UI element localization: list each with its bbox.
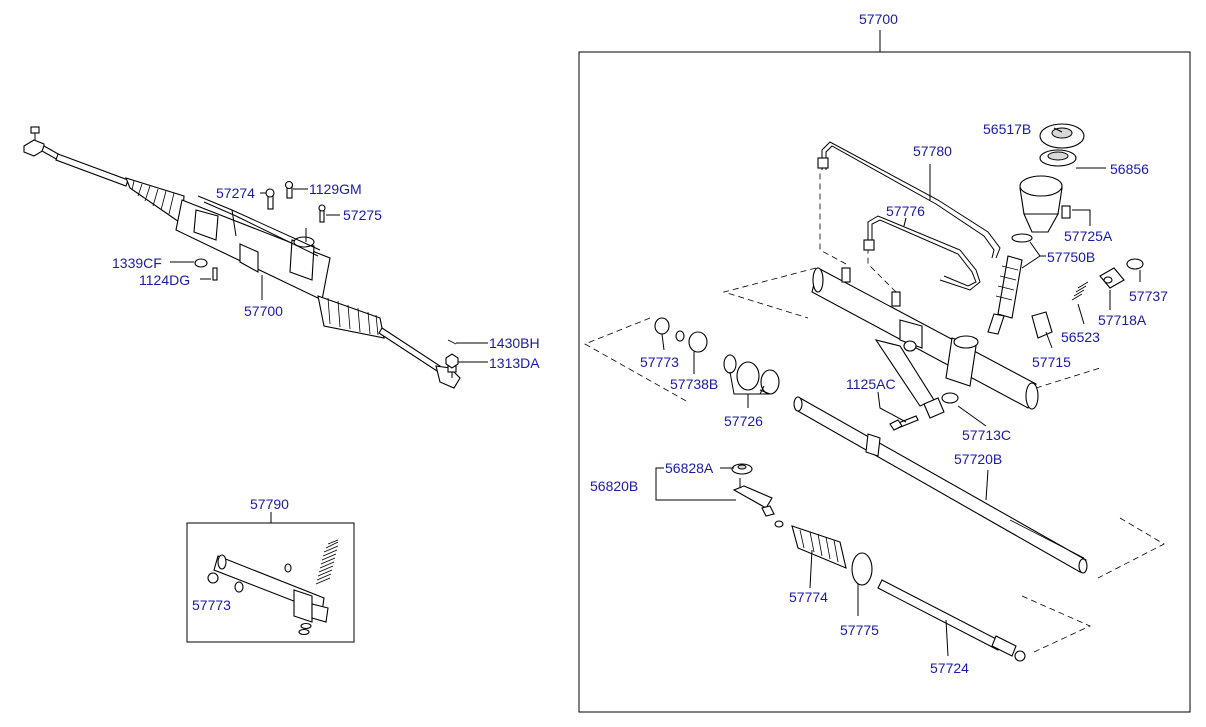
exploded-callout-leaders	[655, 127, 1141, 657]
label-57720B: 57720B	[954, 451, 1002, 467]
label-57773: 57773	[640, 354, 679, 370]
rack-bar	[793, 396, 1088, 574]
label-1129GM: 1129GM	[309, 181, 362, 197]
label-56856: 56856	[1110, 161, 1149, 177]
label-57275: 57275	[343, 207, 382, 223]
inner-tie-rod	[877, 579, 1026, 662]
bellows-boot	[791, 525, 873, 586]
label-57274: 57274	[216, 185, 255, 201]
label-57713C: 57713C	[962, 427, 1011, 443]
pressure-pipes	[817, 141, 1001, 291]
label-56820B: 56820B	[590, 478, 638, 494]
label-57774: 57774	[789, 589, 828, 605]
outer-tie-rod-end	[731, 463, 784, 528]
label-57737: 57737	[1129, 288, 1168, 304]
label-56517B: 56517B	[983, 121, 1031, 137]
label-57750B: 57750B	[1047, 249, 1095, 265]
label-57775: 57775	[840, 622, 879, 638]
label-57773-inset: 57773	[192, 597, 231, 613]
label-1313DA: 1313DA	[489, 355, 540, 371]
inset-housing-drawing	[207, 539, 339, 636]
seals-left	[654, 317, 780, 395]
label-1124DG: 1124DG	[139, 272, 190, 288]
label-57724: 57724	[930, 660, 969, 676]
label-57776: 57776	[886, 203, 925, 219]
label-57738B: 57738B	[670, 376, 718, 392]
label-57718A: 57718A	[1098, 312, 1147, 328]
label-57715: 57715	[1032, 354, 1071, 370]
part-number-labels: 57700 57274 1129GM 57275 1339CF 1124DG 5…	[112, 11, 1168, 676]
label-1339CF: 1339CF	[112, 255, 162, 271]
bolt-1125AC	[889, 397, 945, 431]
assembled-steering-gear	[23, 126, 461, 389]
label-56523: 56523	[1061, 329, 1100, 345]
label-1430BH: 1430BH	[489, 335, 540, 351]
label-57780: 57780	[913, 143, 952, 159]
rack-housing	[811, 267, 1039, 410]
label-1125AC: 1125AC	[846, 376, 896, 392]
label-57725A: 57725A	[1064, 228, 1113, 244]
left-assembly-callouts	[170, 180, 488, 369]
main-assembly-frame	[578, 51, 1191, 713]
pinion-reservoir-parts	[941, 123, 1144, 404]
label-57790: 57790	[250, 496, 289, 512]
label-57726: 57726	[724, 413, 763, 429]
label-57700-top: 57700	[859, 11, 898, 27]
label-56828A: 56828A	[665, 460, 714, 476]
label-57700-left: 57700	[244, 303, 283, 319]
